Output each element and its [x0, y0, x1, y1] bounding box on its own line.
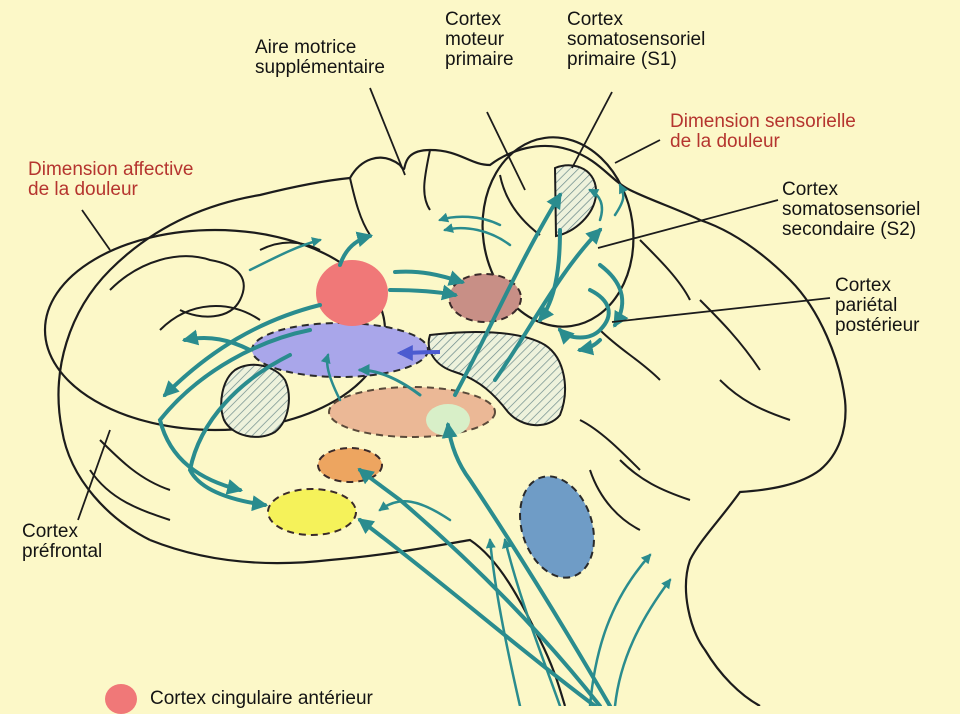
blue-region	[508, 467, 607, 588]
label-line: pariétal	[835, 296, 920, 316]
label-line: Aire motrice	[255, 38, 385, 58]
leader-cortex-s2	[598, 200, 778, 248]
label-line: Dimension affective	[28, 160, 193, 180]
label-cortex-s1: Cortex somatosensoriel primaire (S1)	[567, 10, 705, 70]
label-line: Cortex	[445, 10, 514, 30]
label-dimension-sensorielle: Dimension sensorielle de la douleur	[670, 112, 856, 152]
label-line: préfrontal	[22, 542, 102, 562]
label-aire-motrice: Aire motrice supplémentaire	[255, 38, 385, 78]
label-line: Cortex	[782, 180, 920, 200]
label-line: Cortex	[835, 276, 920, 296]
label-line: Dimension sensorielle	[670, 112, 856, 132]
orange-region	[318, 448, 382, 482]
pathway-to-brown-2	[395, 272, 462, 282]
pathway-parietal-2	[580, 340, 600, 350]
pathway-brown-to-sma	[445, 228, 510, 245]
pain-pathways	[160, 185, 670, 706]
pathway-blue-arrow	[400, 352, 440, 353]
pathway-upper-arc	[250, 240, 320, 270]
anterior-cingulate-region	[316, 260, 388, 326]
label-line: primaire (S1)	[567, 50, 705, 70]
label-line: secondaire (S2)	[782, 220, 920, 240]
label-line: primaire	[445, 50, 514, 70]
pathway-sma-return	[440, 217, 500, 225]
thalamus-region	[329, 387, 495, 437]
legend-label-cingulate: Cortex cingulaire antérieur	[150, 688, 373, 710]
leader-aire-motrice	[370, 88, 405, 175]
yellow-region	[268, 489, 356, 535]
label-line: Cortex	[567, 10, 705, 30]
label-line: somatosensoriel	[782, 200, 920, 220]
label-line: postérieur	[835, 316, 920, 336]
pathway-insula-left	[185, 338, 250, 350]
label-line: Cortex	[22, 522, 102, 542]
pathway-s1-loop-1	[615, 185, 623, 215]
label-line: somatosensoriel	[567, 30, 705, 50]
pathway-thin-3	[615, 580, 670, 706]
label-cortex-moteur: Cortex moteur primaire	[445, 10, 514, 70]
label-cortex-s2: Cortex somatosensoriel secondaire (S2)	[782, 180, 920, 240]
label-cortex-prefrontal: Cortex préfrontal	[22, 522, 102, 562]
leader-cortex-parietal	[612, 298, 830, 322]
pathway-to-brown-1	[390, 290, 455, 295]
label-line: supplémentaire	[255, 58, 385, 78]
legend-swatch-cingulate	[105, 684, 137, 714]
label-line: de la douleur	[670, 132, 856, 152]
pathway-parietal-1	[600, 265, 622, 325]
leader-dimension-sensorielle	[615, 140, 660, 163]
pathway-thin-1	[490, 540, 520, 706]
insula-purple-region	[252, 323, 428, 377]
label-dimension-affective: Dimension affective de la douleur	[28, 160, 193, 200]
leader-cortex-prefrontal	[78, 430, 110, 520]
hatched-region-s1	[555, 165, 596, 236]
leader-cortex-s1	[572, 92, 612, 168]
leader-dimension-affective	[82, 210, 110, 250]
label-line: moteur	[445, 30, 514, 50]
label-cortex-parietal: Cortex pariétal postérieur	[835, 276, 920, 336]
label-line: de la douleur	[28, 180, 193, 200]
